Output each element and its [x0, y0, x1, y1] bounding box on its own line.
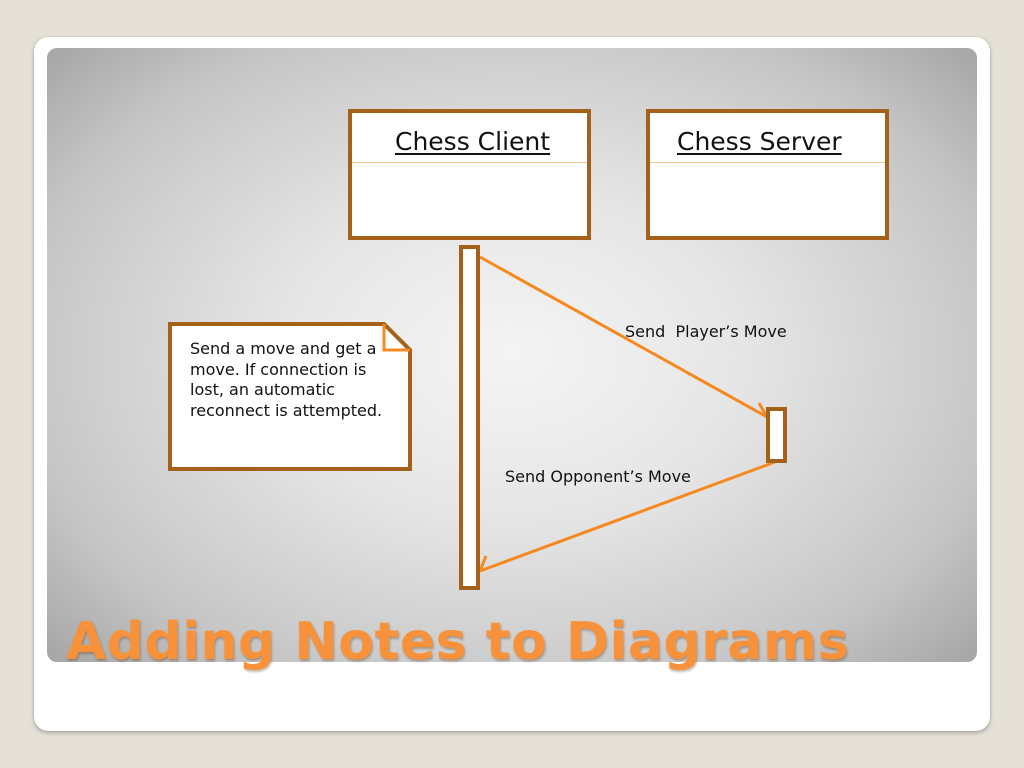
- opponent-move-arrow: [479, 460, 776, 573]
- opponent-move-arrowhead: [478, 555, 488, 572]
- chess-server-lifeline-box: Chess Server: [646, 109, 889, 240]
- chess-client-label: Chess Client: [395, 127, 551, 156]
- lifeline-divider: [352, 162, 587, 163]
- lifeline-divider: [650, 162, 885, 163]
- note-text: Send a move and get a move. If connectio…: [190, 339, 383, 420]
- slide-title: Adding Notes to Diagrams: [66, 612, 850, 672]
- player-move-label: Send Player’s Move: [625, 322, 787, 341]
- player-move-arrow: [479, 255, 768, 419]
- player-move-arrowhead: [757, 402, 769, 418]
- opponent-move-label: Send Opponent’s Move: [505, 467, 691, 486]
- chess-server-label: Chess Server: [677, 127, 842, 156]
- diagram-note: Send a move and get a move. If connectio…: [168, 322, 412, 471]
- chess-client-lifeline-box: Chess Client: [348, 109, 591, 240]
- note-shape: [168, 322, 412, 471]
- server-activation-bar: [766, 407, 787, 463]
- client-activation-bar: [459, 245, 480, 590]
